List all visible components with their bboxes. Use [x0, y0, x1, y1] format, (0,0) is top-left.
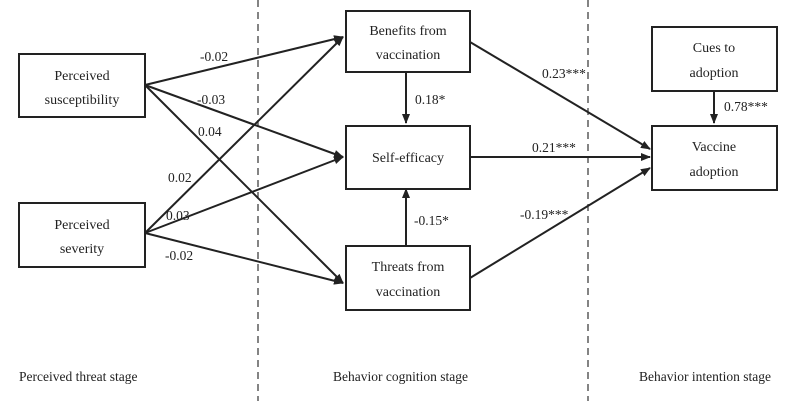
- svg-text:Perceived: Perceived: [54, 69, 109, 84]
- svg-text:Benefits from: Benefits from: [369, 24, 446, 39]
- edge-threats-adoption: [469, 167, 651, 279]
- svg-text:adoption: adoption: [690, 66, 739, 81]
- stage-label-cognition: Behavior cognition stage: [333, 369, 468, 384]
- coef-sus-threats: 0.04: [198, 124, 222, 139]
- stage-label-threat: Perceived threat stage: [19, 369, 137, 384]
- node-cues-to-adoption: Cues to adoption: [651, 26, 778, 92]
- coef-benefits-adoption: 0.23***: [542, 66, 586, 81]
- coef-threats-adoption: -0.19***: [520, 207, 569, 222]
- svg-text:Vaccine: Vaccine: [692, 140, 736, 155]
- svg-text:severity: severity: [60, 242, 104, 257]
- coef-threats-selfefficacy: -0.15*: [414, 213, 449, 228]
- edge-sev-benefits: [144, 36, 344, 234]
- coef-benefits-selfefficacy: 0.18*: [415, 92, 446, 107]
- coef-sev-selfefficacy: 0.03: [166, 208, 190, 223]
- coef-cues-adoption: 0.78***: [724, 99, 768, 114]
- svg-text:vaccination: vaccination: [376, 285, 441, 300]
- node-perceived-severity: Perceived severity: [18, 202, 146, 268]
- stage-label-intention: Behavior intention stage: [639, 369, 771, 384]
- node-perceived-susceptibility: Perceived susceptibility: [18, 53, 146, 118]
- node-benefits-from-vaccination: Benefits from vaccination: [345, 10, 471, 73]
- edge-benefits-adoption: [469, 41, 651, 150]
- node-vaccine-adoption: Vaccine adoption: [651, 125, 778, 191]
- coef-sev-threats: -0.02: [165, 248, 193, 263]
- svg-text:susceptibility: susceptibility: [45, 93, 120, 108]
- svg-text:Threats from: Threats from: [372, 260, 445, 275]
- coef-sev-benefits: 0.02: [168, 170, 192, 185]
- svg-text:Perceived: Perceived: [54, 218, 109, 233]
- node-self-efficacy: Self-efficacy: [345, 125, 471, 190]
- svg-text:Self-efficacy: Self-efficacy: [372, 151, 444, 166]
- coef-selfefficacy-adoption: 0.21***: [532, 140, 576, 155]
- edge-sev-selfefficacy: [144, 156, 344, 234]
- svg-text:Cues to: Cues to: [693, 41, 735, 56]
- svg-text:vaccination: vaccination: [376, 48, 441, 63]
- coef-sus-selfefficacy: -0.03: [197, 92, 225, 107]
- edge-sev-threats: [144, 232, 344, 285]
- edge-sus-selfefficacy: [144, 84, 344, 158]
- coef-sus-benefits: -0.02: [200, 49, 228, 64]
- edge-sus-threats: [144, 84, 344, 284]
- node-threats-from-vaccination: Threats from vaccination: [345, 245, 471, 311]
- edge-sus-benefits: [144, 35, 344, 86]
- svg-text:adoption: adoption: [690, 165, 739, 180]
